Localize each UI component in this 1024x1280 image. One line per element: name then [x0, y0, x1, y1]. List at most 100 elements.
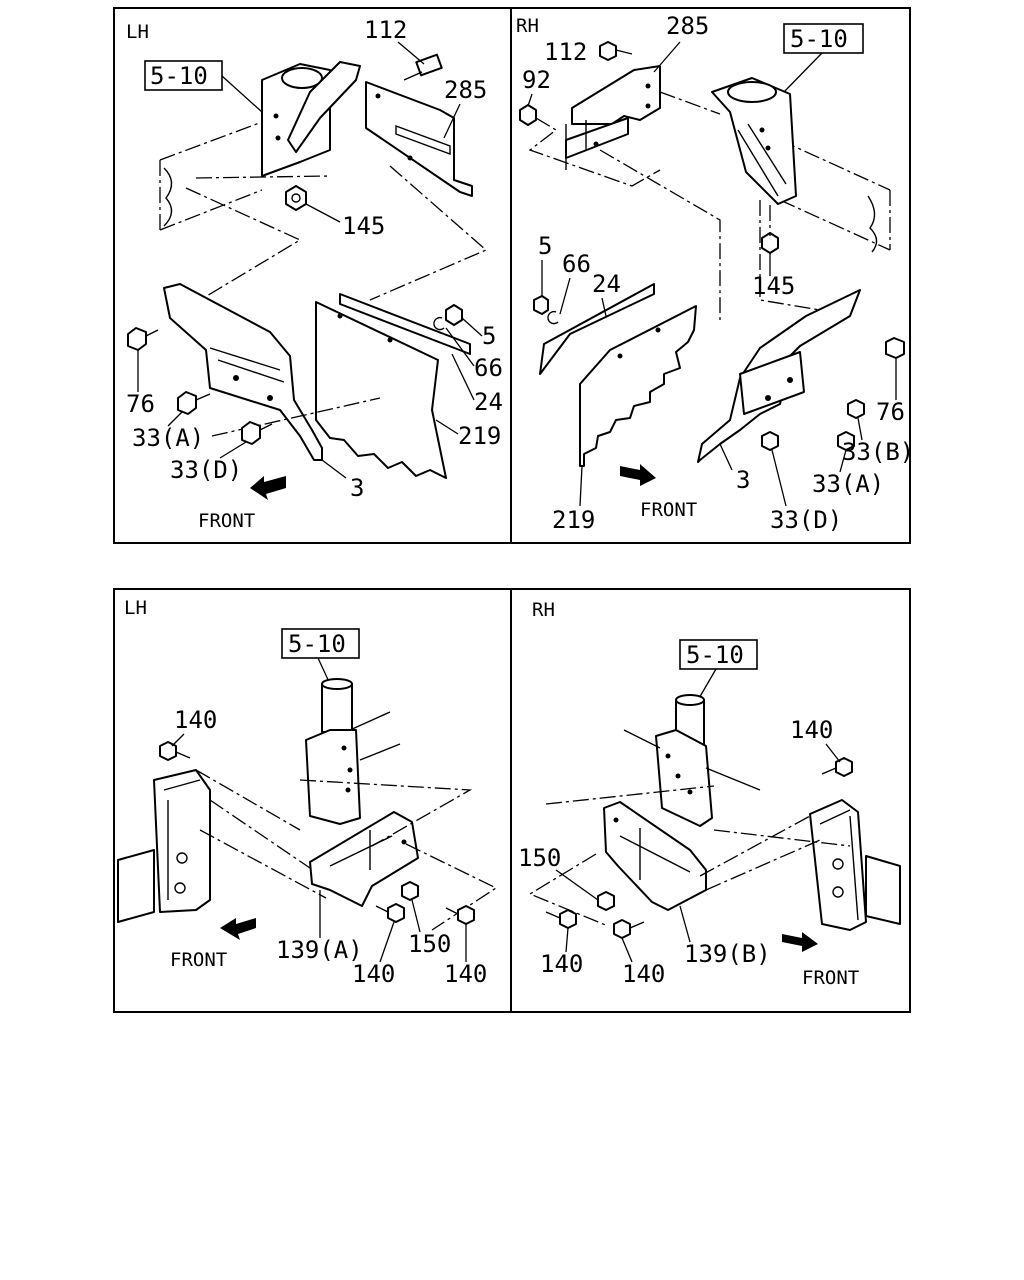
hole: [832, 886, 844, 898]
frame-post-edge-bottom-lh: [163, 779, 201, 900]
side-label-top-rh: RH: [516, 15, 539, 37]
cylinder-top-bottom-rh: [675, 694, 705, 706]
leader: [397, 41, 425, 65]
hole: [275, 135, 281, 141]
hole: [765, 395, 771, 401]
bracket-tower-top-rh: [711, 77, 797, 205]
callout-145: 145: [342, 212, 385, 240]
ref-box-top-lh: [144, 60, 223, 91]
bolt-33b-top-rh: [847, 399, 865, 419]
bolt-140-mid-bottom-rh: [613, 919, 645, 939]
callout-112: 112: [364, 16, 407, 44]
ref-box-top-rh: [783, 23, 864, 54]
ref-box-label-bottom-lh: 5-10: [288, 630, 346, 658]
leader: [825, 743, 841, 763]
bolt-112-top-lh: [403, 53, 443, 81]
front-arrow-icon: [620, 464, 656, 486]
front-label-bottom-lh: FRONT: [170, 949, 227, 971]
bolt-76-top-rh: [885, 337, 905, 359]
hole: [347, 767, 353, 773]
side-label-bottom-rh: RH: [532, 599, 555, 621]
leader: [443, 103, 461, 139]
nut-5-top-lh: [445, 304, 463, 326]
bolt-140-top-bottom-lh: [159, 741, 191, 761]
leader: [697, 668, 717, 701]
plate-285-top-lh: [365, 81, 473, 197]
hole: [645, 103, 651, 109]
hole: [345, 787, 351, 793]
callout-112: 112: [544, 38, 587, 66]
tower-bore-top-lh: [281, 67, 323, 89]
hole: [593, 141, 599, 147]
side-label-bottom-lh: LH: [124, 597, 147, 619]
callout-140: 140: [444, 960, 487, 988]
panel-bottom-rh: [510, 588, 911, 1013]
leader: [559, 277, 571, 315]
callout-24: 24: [474, 388, 503, 416]
nut-150-bottom-lh: [401, 881, 419, 901]
leader: [621, 937, 633, 963]
leader: [411, 899, 421, 933]
leader: [771, 449, 787, 507]
hole: [665, 753, 671, 759]
callout-33a: 33(A): [132, 424, 204, 452]
frame-rail-bottom-lh: [117, 849, 155, 923]
alignment-lines-bottom-lh: [195, 769, 498, 931]
callout-33d: 33(D): [170, 456, 242, 484]
hole: [407, 155, 413, 161]
bolt-140-right-bottom-lh: [445, 905, 475, 925]
callout-140: 140: [352, 960, 395, 988]
mudflap-219-top-rh: [579, 305, 697, 467]
leader: [305, 203, 341, 223]
hole: [176, 852, 188, 864]
callout-76: 76: [876, 398, 905, 426]
callout-145: 145: [752, 272, 795, 300]
ref-box-label-bottom-rh: 5-10: [686, 641, 744, 669]
callout-219: 219: [552, 506, 595, 534]
callout-5: 5: [482, 322, 496, 350]
bottom-rh-drawing: RH 5-10 140 150 140: [518, 599, 901, 989]
plate-285-top-rh: [571, 65, 661, 125]
ref-box-bottom-lh: [281, 628, 360, 659]
hole: [273, 113, 279, 119]
callout-76: 76: [126, 390, 155, 418]
ref-box-label-top-rh: 5-10: [790, 25, 848, 53]
leader: [445, 327, 475, 367]
callout-285: 285: [444, 76, 487, 104]
front-arrow-icon: [220, 918, 256, 940]
leader: [321, 459, 347, 479]
leader: [527, 93, 533, 107]
leader: [219, 441, 247, 459]
bracket-3-ribs-top-lh: [209, 347, 285, 383]
frame-rail-bottom-rh: [865, 855, 901, 925]
frame-rail-end-top-lh: [163, 167, 173, 227]
callout-150: 150: [518, 844, 561, 872]
cylinder-top-bottom-lh: [321, 678, 353, 690]
frame-post-edge-bottom-rh: [819, 809, 859, 921]
callout-139a: 139(A): [276, 936, 363, 964]
alignment-lines-top-lh: [185, 165, 488, 301]
callout-33b: 33(B): [842, 438, 914, 466]
frame-post-bottom-rh: [809, 799, 867, 931]
callout-5: 5: [538, 232, 552, 260]
nut-5-top-rh: [533, 295, 549, 315]
hole: [337, 313, 343, 319]
tower-web-top-rh: [737, 123, 787, 197]
strip-24-top-lh: [339, 293, 471, 355]
tower-plate-bottom-lh: [305, 729, 361, 825]
hole: [765, 145, 771, 151]
callout-66: 66: [562, 250, 591, 278]
bracket-3-plate-top-rh: [739, 351, 805, 415]
frame-rail-end-top-rh: [867, 195, 878, 253]
strip-24-top-rh: [539, 283, 655, 375]
tower-plate-bottom-rh: [655, 729, 713, 827]
ref-box-label-top-lh: 5-10: [150, 62, 208, 90]
hole: [174, 882, 186, 894]
leader: [719, 443, 733, 471]
hole: [787, 377, 793, 383]
leader: [379, 921, 395, 963]
callout-140: 140: [540, 950, 583, 978]
bolt-33a-top-rh: [837, 431, 855, 451]
callout-219: 219: [458, 422, 501, 450]
